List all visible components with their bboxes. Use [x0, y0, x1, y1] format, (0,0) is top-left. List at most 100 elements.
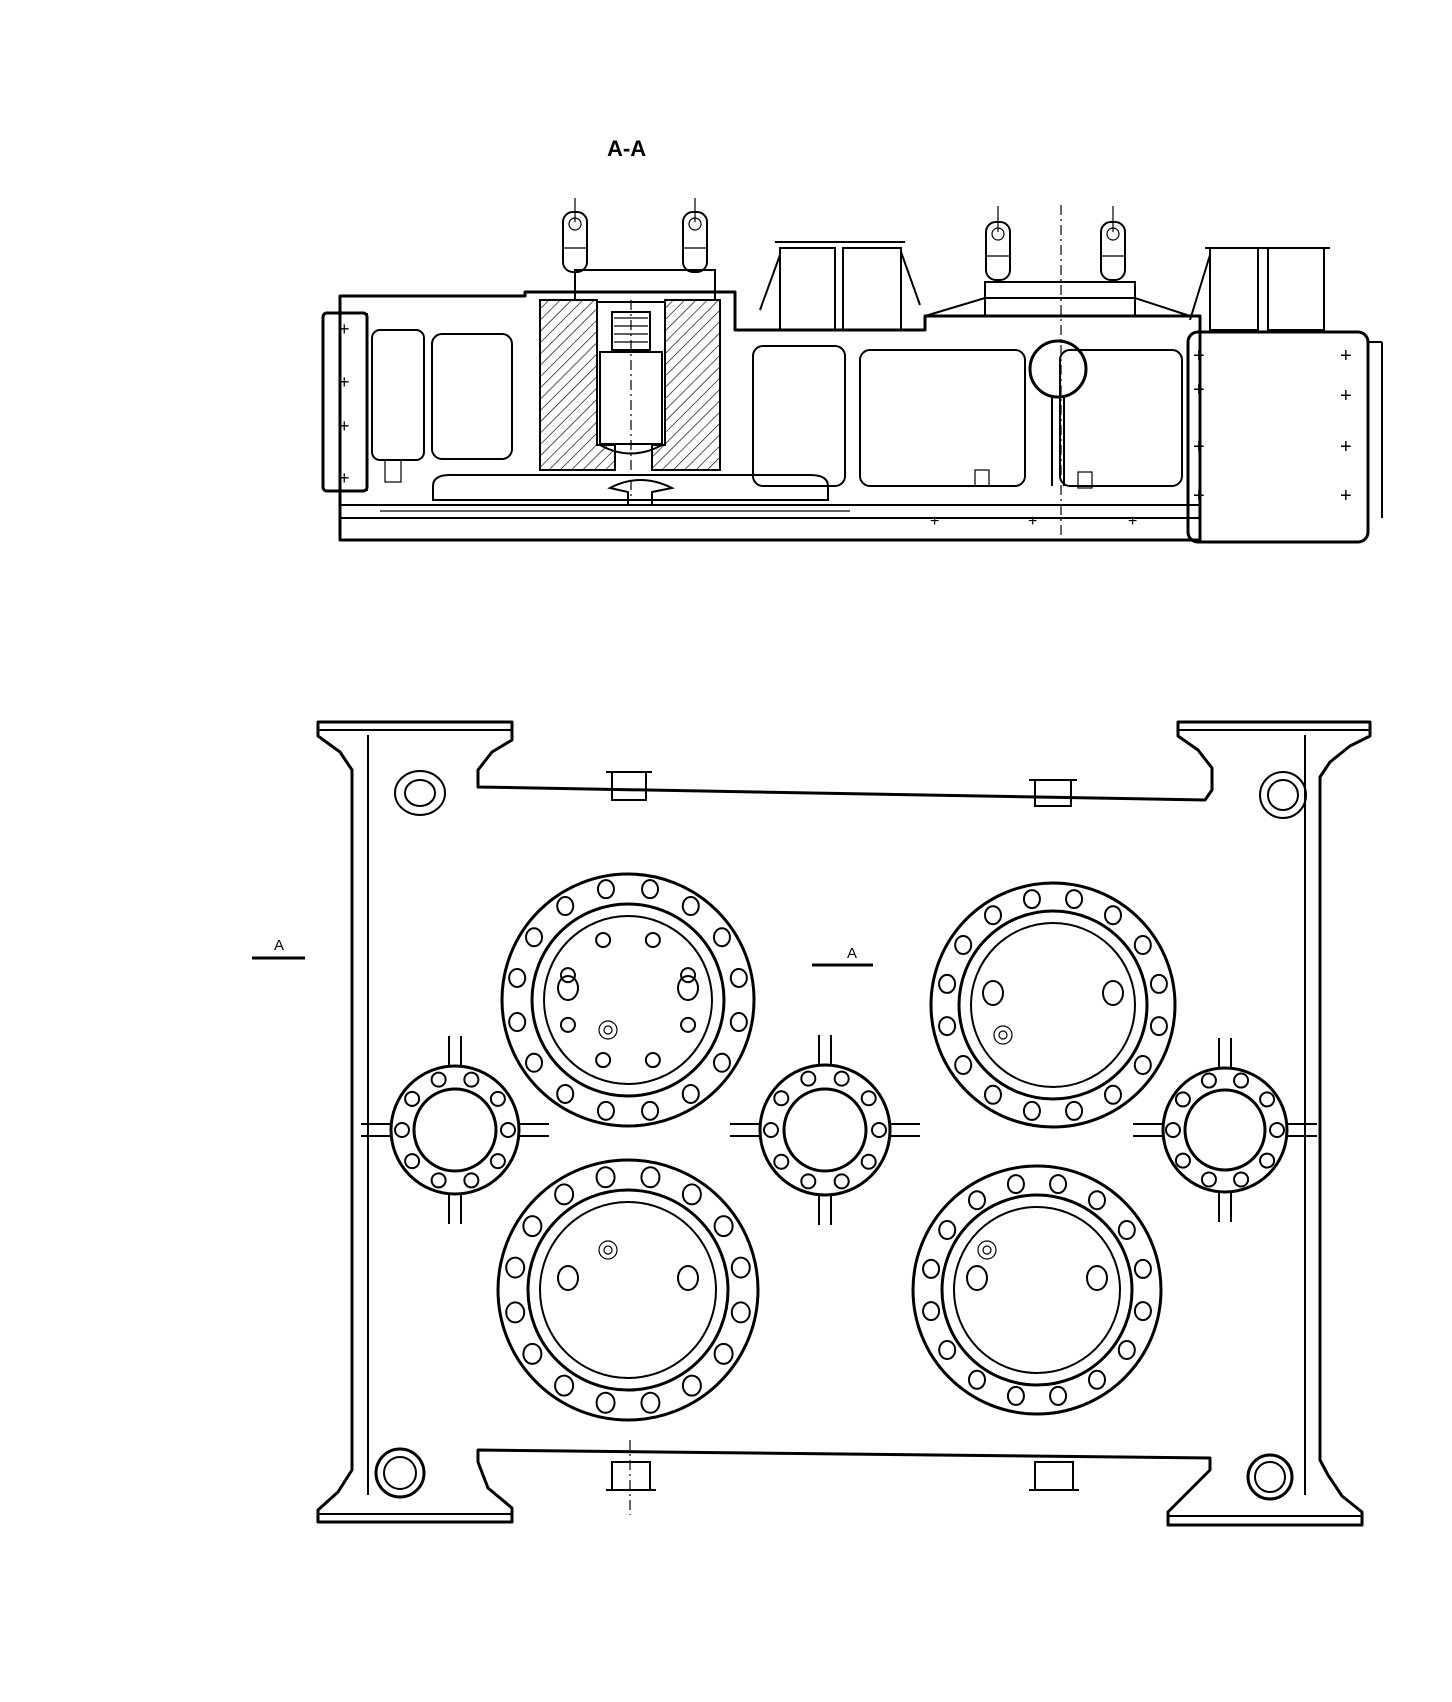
- svg-text:+: +: [1128, 513, 1137, 530]
- pipe-stub: [730, 1123, 760, 1137]
- bolt-hole: [1200, 1171, 1217, 1188]
- bolt-hole: [554, 1374, 575, 1397]
- svg-text:+: +: [1193, 379, 1205, 401]
- bolt-hole: [641, 1100, 660, 1121]
- bolt-hole: [773, 1153, 790, 1170]
- plan-view: A A: [252, 720, 1372, 1527]
- large-flange: [911, 1164, 1163, 1416]
- bolt-hole: [938, 1016, 957, 1037]
- bolt-hole: [763, 1122, 779, 1138]
- center-plug-bore: [998, 1030, 1008, 1040]
- pipe-stub: [448, 1036, 462, 1066]
- bolt-hole: [967, 1369, 986, 1390]
- svg-text:+: +: [1193, 436, 1205, 458]
- svg-text:+: +: [339, 372, 350, 392]
- bolt-hole: [680, 967, 697, 984]
- stud: [1102, 980, 1124, 1006]
- bolt-hole: [505, 1301, 526, 1324]
- small-flange: [730, 1035, 920, 1225]
- pipe-stub: [1218, 1038, 1232, 1068]
- central-housing-section: [539, 269, 721, 500]
- bolt-hole: [1174, 1152, 1191, 1169]
- stud: [982, 980, 1004, 1006]
- cut-mark-left: A: [274, 937, 284, 954]
- bolt-hole: [871, 1122, 887, 1138]
- pipe-stub: [818, 1035, 832, 1065]
- svg-text:+: +: [339, 416, 350, 436]
- bolt-hole: [730, 1301, 751, 1324]
- bolt-hole: [522, 1342, 543, 1365]
- bolt-hole: [595, 931, 612, 948]
- center-plug: [598, 1240, 618, 1260]
- svg-text:+: +: [1193, 345, 1205, 367]
- bolt-hole: [404, 1090, 421, 1107]
- bolt-hole: [1104, 1084, 1123, 1105]
- pipe-stub: [1133, 1123, 1163, 1137]
- bolt-hole: [1022, 1100, 1041, 1121]
- bolt-hole: [463, 1071, 480, 1088]
- bolt-hole: [404, 1153, 421, 1170]
- center-plug: [977, 1240, 997, 1260]
- bolt-hole: [833, 1173, 850, 1190]
- bolt-hole: [922, 1258, 941, 1279]
- bolt-hole: [860, 1090, 877, 1107]
- svg-text:+: +: [1340, 436, 1352, 458]
- bolt-hole: [1149, 973, 1168, 994]
- center-plug-bore: [982, 1245, 992, 1255]
- bolt-hole: [1133, 934, 1152, 955]
- svg-text:+: +: [1340, 345, 1352, 367]
- right-end-block: + + + + + + + +: [1186, 330, 1383, 544]
- bolt-hole: [800, 1173, 817, 1190]
- bolt-hole: [1088, 1190, 1107, 1211]
- bolt-hole: [1006, 1174, 1025, 1195]
- bolt-hole: [938, 1219, 957, 1240]
- base-support: + + +: [384, 459, 1137, 530]
- bolt-hole: [773, 1090, 790, 1107]
- large-flanges: [496, 872, 1177, 1422]
- bolt-hole: [729, 1012, 748, 1033]
- center-plug: [598, 1020, 618, 1040]
- stud: [677, 975, 699, 1001]
- corner-holes: [374, 770, 1307, 1501]
- bolt-hole: [967, 1190, 986, 1211]
- bolt-hole: [833, 1070, 850, 1087]
- edge-bosses: [606, 771, 1079, 1515]
- bolt-hole: [713, 1215, 734, 1238]
- bolt-hole: [680, 1016, 697, 1033]
- bolt-hole: [1088, 1369, 1107, 1390]
- bolt-hole: [430, 1172, 447, 1189]
- svg-text:+: +: [339, 468, 350, 488]
- svg-text:+: +: [1340, 485, 1352, 507]
- bolt-hole: [489, 1153, 506, 1170]
- bolt-hole: [1133, 1301, 1152, 1322]
- stud: [557, 1265, 579, 1291]
- lifting-lugs: [562, 198, 1191, 540]
- bolt-hole: [640, 1166, 661, 1189]
- bolt-hole: [1269, 1122, 1285, 1138]
- bolt-hole: [1117, 1340, 1136, 1361]
- large-flange: [496, 1158, 760, 1422]
- bolt-hole: [1065, 889, 1084, 910]
- bolt-hole: [1233, 1171, 1250, 1188]
- bolt-hole: [1133, 1258, 1152, 1279]
- stud: [966, 1265, 988, 1291]
- bolt-hole: [1133, 1055, 1152, 1076]
- internal-chambers: [371, 241, 1330, 487]
- bolt-hole: [681, 896, 700, 917]
- bolt-hole: [713, 1342, 734, 1365]
- section-view-a-a: A-A + + + + + + + + + + +: [321, 136, 1383, 544]
- pipe-stub: [1287, 1123, 1317, 1137]
- cut-mark-center: A: [847, 945, 857, 962]
- bolt-hole: [644, 931, 661, 948]
- bolt-hole: [596, 879, 615, 900]
- stud: [677, 1265, 699, 1291]
- bolt-hole: [500, 1122, 516, 1138]
- bolt-hole: [681, 1083, 700, 1104]
- bolt-hole: [1259, 1091, 1276, 1108]
- bolt-hole: [508, 967, 527, 988]
- bolt-hole: [505, 1256, 526, 1279]
- small-flange: [361, 1036, 549, 1224]
- bolt-hole: [1022, 889, 1041, 910]
- section-title: A-A: [607, 136, 646, 161]
